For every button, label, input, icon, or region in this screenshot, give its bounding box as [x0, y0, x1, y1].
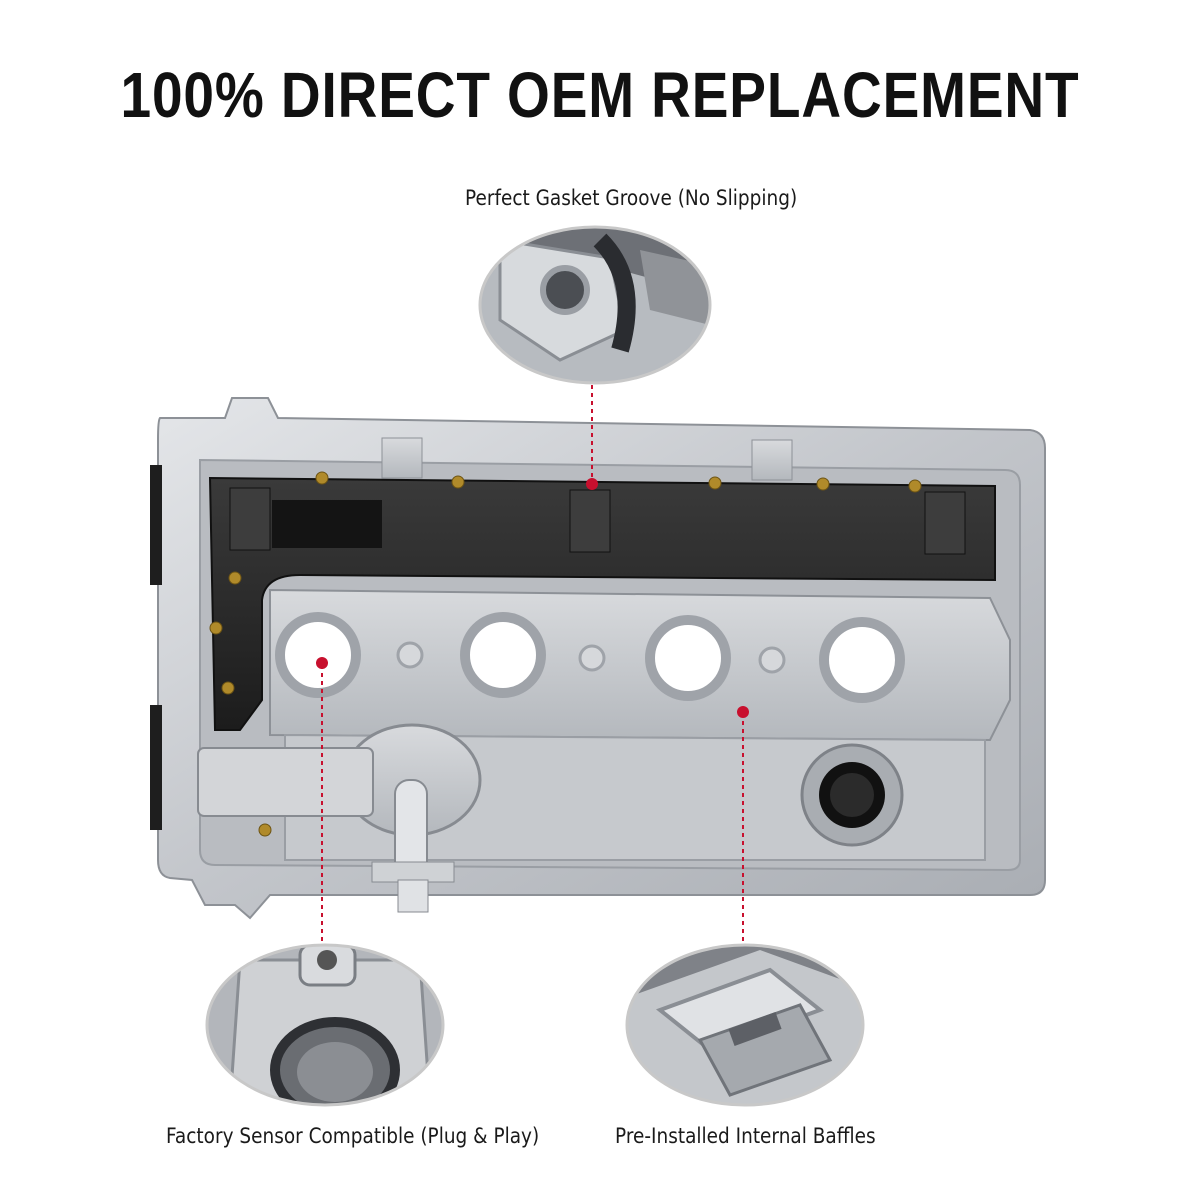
callout-gasket-groove-label: Perfect Gasket Groove (No Slipping): [465, 186, 798, 210]
callout-gasket-groove-zoom: [478, 225, 712, 385]
callout-internal-baffles-zoom: [625, 943, 865, 1107]
callout-sensor-compatible-label: Factory Sensor Compatible (Plug & Play): [166, 1124, 540, 1148]
callout-leader-lines: [321, 385, 744, 943]
leader-dot-bottom-right: [737, 706, 749, 718]
valve-cover-body: [150, 397, 1046, 920]
callout-sensor-compatible-zoom: [205, 943, 445, 1107]
page-headline: 100% DIRECT OEM REPLACEMENT: [120, 59, 1080, 131]
callout-internal-baffles-label: Pre-Installed Internal Baffles: [615, 1124, 876, 1148]
leader-dot-bottom-left: [316, 657, 328, 669]
leader-dot-top: [586, 478, 598, 490]
